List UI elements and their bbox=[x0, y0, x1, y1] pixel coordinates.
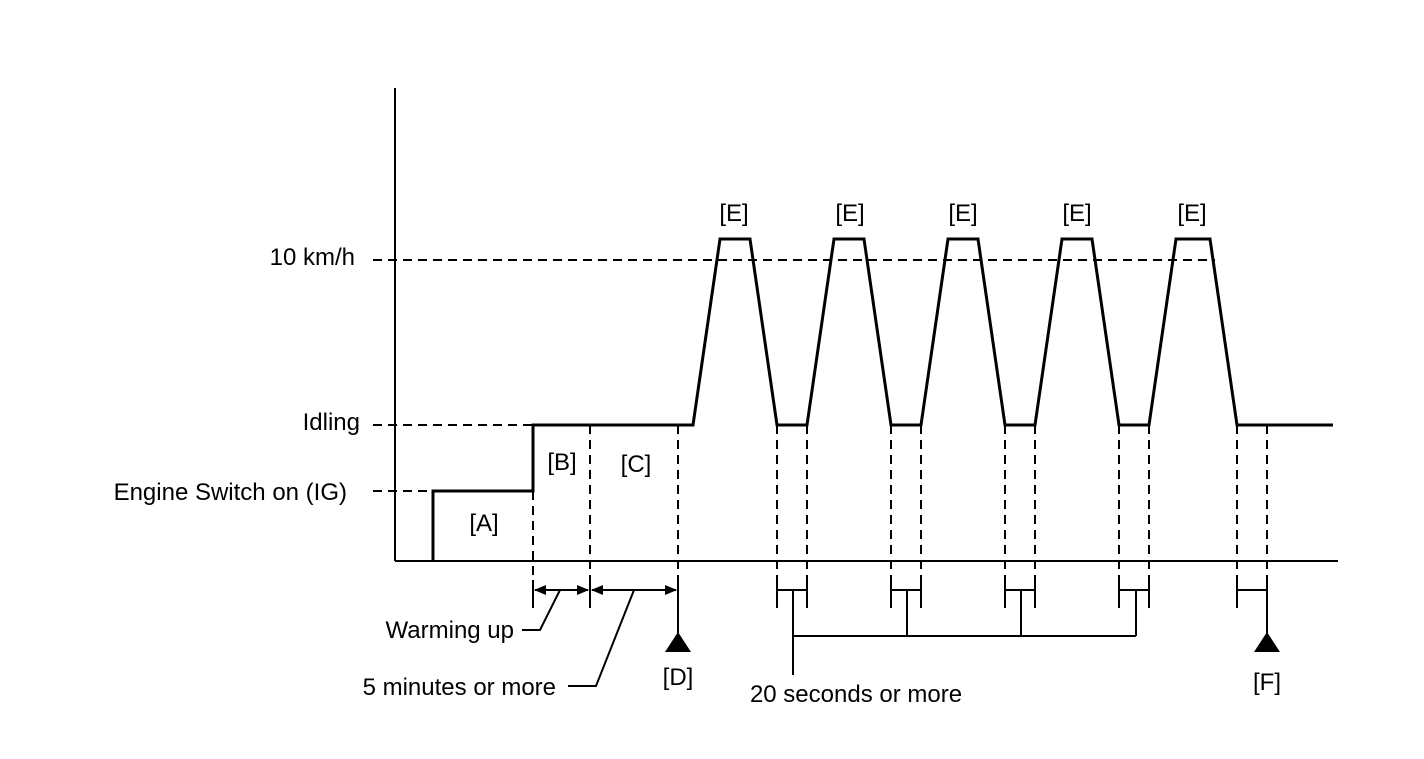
phase-d-label: [D] bbox=[663, 664, 694, 691]
idle-bracket bbox=[1004, 580, 1036, 636]
phase-f-label: [F] bbox=[1253, 669, 1281, 696]
five-min-leader bbox=[568, 589, 635, 687]
idle-bracket bbox=[776, 580, 808, 675]
drive-profile bbox=[431, 237, 1333, 561]
phase-a-label: [A] bbox=[469, 510, 498, 537]
phase-e-label: [E] bbox=[719, 200, 748, 227]
warming-label: Warming up bbox=[386, 617, 514, 644]
d-marker-triangle bbox=[665, 632, 691, 652]
idle-level-label: Idling bbox=[303, 409, 360, 436]
phase-e-label: [E] bbox=[1062, 200, 1091, 227]
final-idle-bracket bbox=[1236, 580, 1268, 634]
ig-level-label: Engine Switch on (IG) bbox=[114, 479, 347, 506]
idle-bracket bbox=[890, 580, 922, 636]
phase-b-label: [B] bbox=[547, 449, 576, 476]
warming-leader bbox=[522, 589, 561, 631]
phase-e-label: [E] bbox=[948, 200, 977, 227]
phase-e-label: [E] bbox=[1177, 200, 1206, 227]
five-min-label: 5 minutes or more bbox=[363, 674, 556, 701]
speed-level-label: 10 km/h bbox=[270, 244, 355, 271]
idle-bracket bbox=[1118, 580, 1150, 636]
twenty-sec-label: 20 seconds or more bbox=[750, 681, 962, 708]
phase-e-label: [E] bbox=[835, 200, 864, 227]
f-marker-triangle bbox=[1254, 632, 1280, 652]
phase-c-label: [C] bbox=[621, 451, 652, 478]
